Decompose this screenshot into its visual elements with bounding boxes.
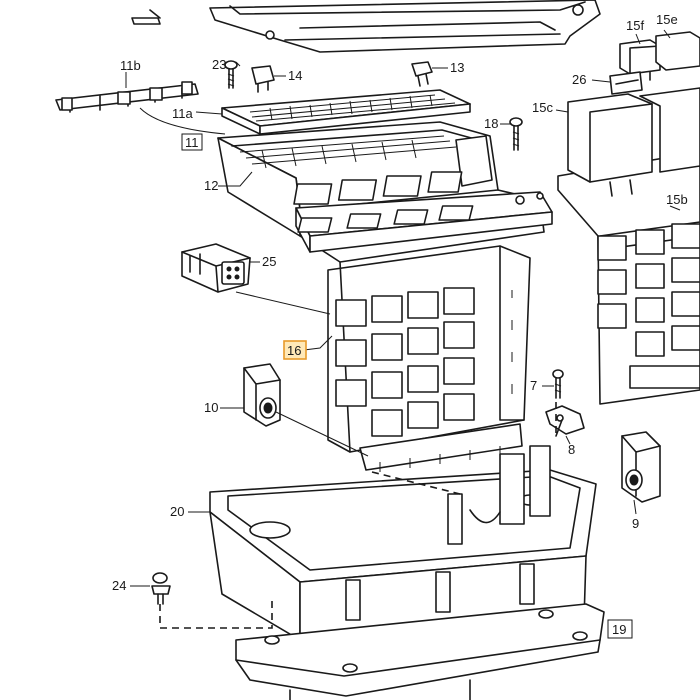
label-13: 13: [450, 60, 464, 75]
part-25-connector: [181, 243, 331, 315]
part-24-bolt: [151, 572, 171, 605]
label-15f: 15f: [626, 18, 644, 33]
label-11: 11: [185, 135, 199, 150]
label-24: 24: [112, 578, 126, 593]
label-11-box: [181, 133, 203, 151]
label-16-highlight: [283, 340, 307, 360]
part-10-grommet: [243, 363, 369, 457]
label-18: 18: [484, 116, 498, 131]
label-23: 23: [212, 57, 226, 72]
label-9: 9: [632, 516, 639, 531]
part-19-base-plate: [235, 603, 605, 700]
part-7-screw: [552, 369, 564, 399]
label-12: 12: [204, 178, 218, 193]
part-9-grommet: [621, 431, 661, 503]
label-20: 20: [170, 504, 184, 519]
label-26: 26: [572, 72, 586, 87]
label-7: 7: [530, 378, 537, 393]
top-clip: [131, 9, 161, 25]
label-15b: 15b: [666, 192, 688, 207]
part-20-lower-housing: [209, 445, 597, 651]
label-19-box: [607, 619, 633, 639]
assembly-dash-lines: [159, 402, 557, 629]
part-11b-strip: [55, 81, 226, 135]
leader-lines: [125, 29, 681, 587]
part-14-plug: [251, 65, 275, 93]
part-11a-plate: [221, 89, 471, 135]
label-14: 14: [288, 68, 302, 83]
top-cover: [209, 0, 601, 53]
label-10: 10: [204, 400, 218, 415]
label-16: 16: [287, 343, 301, 358]
part-15-relay-bank: [557, 31, 700, 405]
lower-relay-sockets: [597, 223, 700, 357]
part-16-relay-board: [327, 245, 531, 472]
label-15e: 15e: [656, 12, 678, 27]
relay-socket-grid: [335, 287, 475, 437]
part-labels: 11b 23 14 13 15f 15e 26 11a 11 18 15c 12…: [112, 12, 688, 639]
label-11b: 11b: [120, 58, 141, 73]
label-19: 19: [612, 622, 626, 637]
upper-relay-sockets: [293, 171, 474, 233]
label-25: 25: [262, 254, 276, 269]
part-18-screw: [509, 117, 523, 151]
label-8: 8: [568, 442, 575, 457]
part-12-upper-frame: [217, 121, 553, 263]
part-8-bracket: [545, 405, 585, 437]
part-13-cap: [411, 61, 433, 87]
label-11a: 11a: [172, 106, 193, 121]
part-23-screw: [224, 60, 238, 89]
label-15c: 15c: [532, 100, 553, 115]
